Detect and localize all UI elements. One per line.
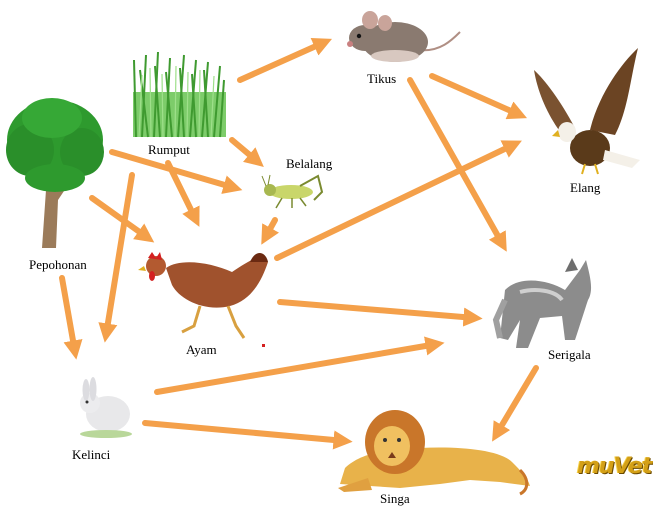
arrow-ayam-serigala xyxy=(277,299,483,327)
grass-icon xyxy=(133,51,226,138)
rabbit-icon xyxy=(80,377,132,438)
label-tikus: Tikus xyxy=(367,71,397,86)
arrow-rumput-belalang xyxy=(229,137,264,167)
label-kelinci: Kelinci xyxy=(72,447,111,462)
watermark-logo: muVet xyxy=(577,454,652,479)
arrow-rumput-tikus xyxy=(237,37,333,83)
mouse-icon xyxy=(347,11,461,62)
red-dot xyxy=(262,344,265,347)
label-rumput: Rumput xyxy=(148,142,190,157)
wolf-icon xyxy=(492,258,592,348)
arrow-pepohonan-ayam xyxy=(89,195,155,243)
lion-icon xyxy=(338,410,530,496)
arrow-kelinci-serigala xyxy=(154,336,445,395)
arrow-pepohonan-kelinci xyxy=(59,275,83,360)
arrow-pepohonan-belalang xyxy=(109,149,243,194)
tree-icon xyxy=(6,98,104,248)
eagle-icon xyxy=(534,48,640,175)
label-serigala: Serigala xyxy=(548,347,591,362)
arrow-rumput-kelinci xyxy=(98,172,135,343)
arrow-serigala-singa xyxy=(492,365,539,442)
label-elang: Elang xyxy=(570,180,601,195)
label-singa: Singa xyxy=(380,491,410,506)
arrow-tikus-serigala xyxy=(407,77,507,252)
chicken-icon xyxy=(138,252,268,339)
label-ayam: Ayam xyxy=(186,342,217,357)
arrow-kelinci-singa xyxy=(142,420,353,450)
label-belalang: Belalang xyxy=(286,156,333,171)
grasshopper-icon xyxy=(261,174,324,209)
arrows xyxy=(59,37,539,450)
arrow-ayam-elang xyxy=(274,140,522,261)
label-pepohonan: Pepohonan xyxy=(29,257,87,272)
arrow-belalang-ayam xyxy=(261,217,279,245)
arrow-tikus-elang xyxy=(429,73,528,120)
